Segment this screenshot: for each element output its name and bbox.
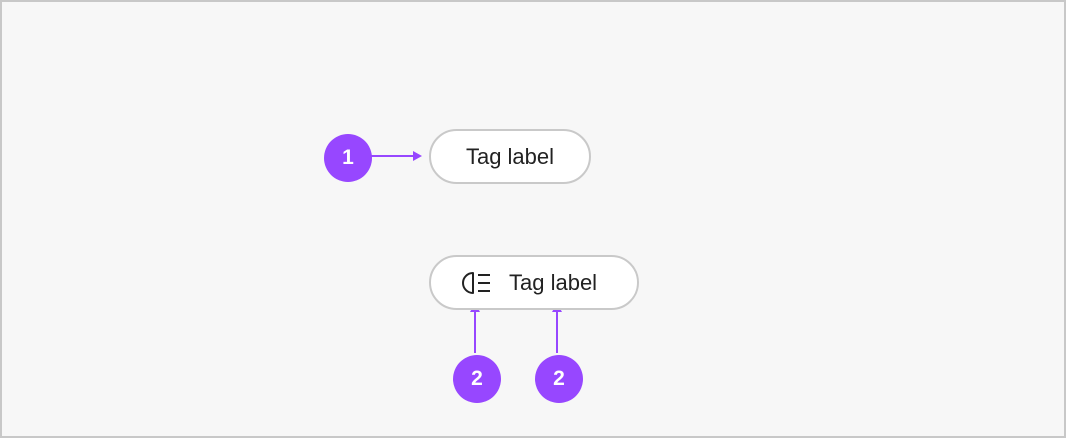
marker-badge-2-label-pointer: 2 bbox=[535, 355, 583, 403]
arrow-marker-2-to-label bbox=[552, 303, 562, 353]
marker-badge-2-label: 2 bbox=[471, 367, 483, 390]
marker-badge-1-label: 1 bbox=[342, 146, 354, 169]
marker-badge-1: 1 bbox=[324, 134, 372, 182]
arrow-marker-1-to-tag bbox=[370, 151, 422, 161]
marker-badge-2-label: 2 bbox=[553, 367, 565, 390]
headlight-icon bbox=[461, 270, 495, 296]
tag-container[interactable]: Tag label bbox=[429, 129, 591, 184]
tag-label: Tag label bbox=[509, 269, 598, 295]
tag-label: Tag label bbox=[465, 143, 555, 169]
arrow-marker-2-to-icon bbox=[470, 303, 480, 353]
marker-badge-2-icon: 2 bbox=[453, 355, 501, 403]
tag-with-icon[interactable]: Tag label bbox=[429, 255, 639, 310]
